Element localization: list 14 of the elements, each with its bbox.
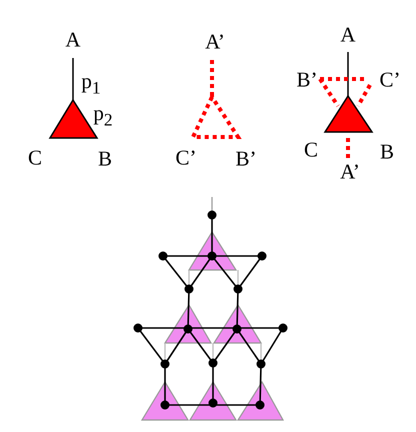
point-label: B bbox=[380, 142, 394, 162]
point-label: A bbox=[65, 30, 81, 50]
point-label: A bbox=[340, 24, 356, 46]
point-label: C bbox=[304, 140, 318, 160]
point-label: C’ bbox=[380, 70, 400, 90]
point-label: p$_{2}$ bbox=[93, 103, 113, 129]
point-label: B bbox=[98, 148, 112, 170]
point-label: C’ bbox=[176, 148, 196, 168]
point-label: B’ bbox=[296, 70, 318, 90]
point-label: A’ bbox=[340, 162, 360, 182]
point-label: C bbox=[28, 148, 42, 168]
point-label: B’ bbox=[236, 148, 256, 170]
point-label: A’ bbox=[205, 32, 225, 52]
point-label: p$_{1}$ bbox=[81, 71, 101, 97]
